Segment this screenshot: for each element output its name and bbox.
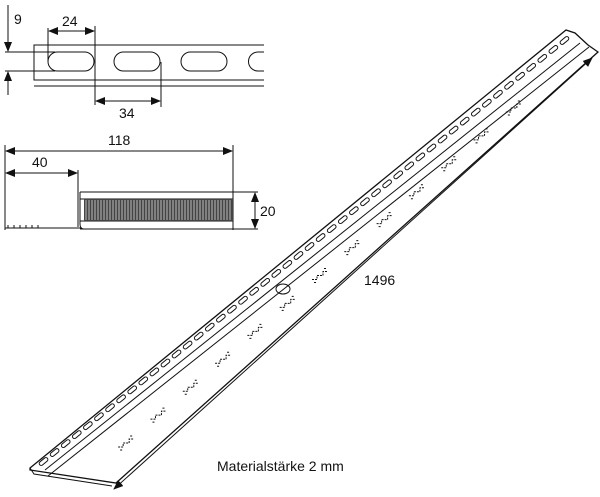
base-cutout (505, 100, 522, 116)
base-cutout (376, 212, 393, 228)
rail-isometric-view: 1496 (29, 29, 600, 490)
base-cutout (247, 323, 264, 339)
flange-slot (105, 403, 115, 413)
flange-slot (71, 430, 82, 440)
dim-rail-length: 1496 (364, 272, 395, 288)
flange-slot (38, 457, 49, 466)
flange-slot (83, 421, 93, 431)
flange-slot (116, 394, 126, 404)
flange-slot (415, 152, 426, 162)
flange-slot (382, 179, 392, 189)
flange-slot (537, 53, 548, 63)
base-cutout (150, 407, 167, 423)
slot (47, 51, 95, 72)
flange-slot (326, 224, 337, 234)
flange-slot (426, 143, 437, 153)
dim-total-width: 118 (108, 132, 131, 148)
flange-slot (371, 188, 381, 198)
slotted-flange-hatch (84, 199, 233, 221)
flange-slot (127, 385, 138, 395)
flange-slot (526, 62, 537, 72)
dim-flange-width: 40 (32, 154, 48, 170)
base-cutout (279, 295, 296, 311)
flange-slot (470, 107, 481, 117)
flange-slot (337, 215, 348, 225)
flange-slot (515, 71, 525, 81)
flange-slot (49, 448, 60, 457)
flange-slot (360, 197, 370, 207)
profile-detail-view: 118 40 20 (4, 132, 276, 230)
base-cutout (441, 156, 458, 172)
flange-slot (448, 125, 459, 135)
base-cutout (118, 435, 135, 451)
mounting-hole (275, 283, 291, 295)
slot-detail-view: 9 24 34 (3, 5, 264, 121)
base-cutout (312, 268, 328, 283)
flange-slot (349, 206, 359, 216)
base-cutout (215, 351, 232, 367)
base-cutout (344, 240, 361, 256)
base-cutout (182, 379, 199, 395)
flange-slot (459, 116, 470, 126)
flange-slot (548, 45, 559, 54)
flange-slot (393, 170, 404, 180)
dim-slot-length: 24 (62, 13, 78, 29)
base-cutout (473, 128, 490, 144)
flange-slot (482, 98, 492, 108)
flange-slot (504, 80, 514, 90)
dim-slot-pitch: 34 (119, 105, 135, 121)
flange-slot (493, 89, 503, 99)
slot (113, 51, 161, 72)
flange-slot (94, 412, 104, 422)
dim-profile-height: 20 (260, 203, 276, 219)
slot (180, 51, 228, 72)
flange-slot (559, 36, 570, 45)
dim-slot-height: 9 (14, 11, 22, 27)
flange-slot (404, 161, 415, 171)
material-thickness-note: Materialstärke 2 mm (217, 458, 344, 474)
flange-slot (437, 134, 448, 144)
flange-slot (60, 439, 71, 449)
base-cutout (408, 184, 425, 200)
